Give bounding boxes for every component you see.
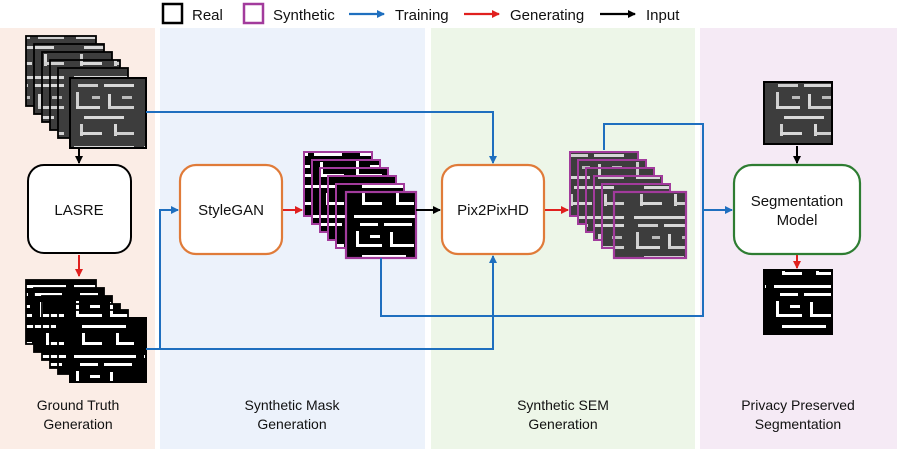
arrow-synth-sem-to-segmentation xyxy=(603,123,733,214)
legend-generating-label: Generating xyxy=(510,7,584,24)
stylegan-model-box xyxy=(178,163,284,256)
stylegan-label: StyleGAN xyxy=(198,202,264,219)
stage-privacy-line2: Segmentation xyxy=(755,416,841,432)
stage-ground-truth-line2: Generation xyxy=(43,416,112,432)
arrow-masks-to-stylegan xyxy=(146,206,179,350)
legend-synthetic-swatch xyxy=(242,2,265,25)
segmentation-model-box xyxy=(732,163,862,256)
stage-privacy-line1: Privacy Preserved xyxy=(741,397,855,413)
pix2pixhd-model-box xyxy=(440,163,546,256)
legend-training-label: Training xyxy=(395,7,449,24)
arrow-masks-to-pix2pixhd xyxy=(160,255,497,350)
arrow-synth-mask-to-segmentation xyxy=(380,210,704,317)
segmentation-label-line1: Segmentation xyxy=(751,193,844,210)
legend-real-label: Real xyxy=(192,7,223,24)
pix2pixhd-label: Pix2PixHD xyxy=(457,202,529,219)
legend-real-swatch xyxy=(161,2,184,25)
lasre-model-box xyxy=(27,164,132,254)
lasre-label: LASRE xyxy=(54,202,103,219)
stage-sem-line1: Synthetic SEM xyxy=(517,397,609,413)
ground-truth-mask-stack xyxy=(25,279,147,383)
legend-synthetic-label: Synthetic xyxy=(273,7,335,24)
output-segmentation-image xyxy=(763,269,833,335)
input-sem-image xyxy=(763,81,833,145)
segmentation-label-line2: Model xyxy=(777,212,818,229)
stage-ground-truth-line1: Ground Truth xyxy=(37,397,120,413)
synthetic-mask-stack xyxy=(303,151,418,260)
synthetic-sem-stack xyxy=(569,151,688,260)
stage-mask-line1: Synthetic Mask xyxy=(245,397,341,413)
stage-mask-line2: Generation xyxy=(257,416,326,432)
arrow-real-sem-to-pix2pixhd xyxy=(146,111,497,164)
real-sem-image-stack xyxy=(25,35,147,149)
legend: Real Synthetic Training Generating Input xyxy=(161,2,680,25)
stage-sem-line2: Generation xyxy=(528,416,597,432)
legend-input-label: Input xyxy=(646,7,680,24)
